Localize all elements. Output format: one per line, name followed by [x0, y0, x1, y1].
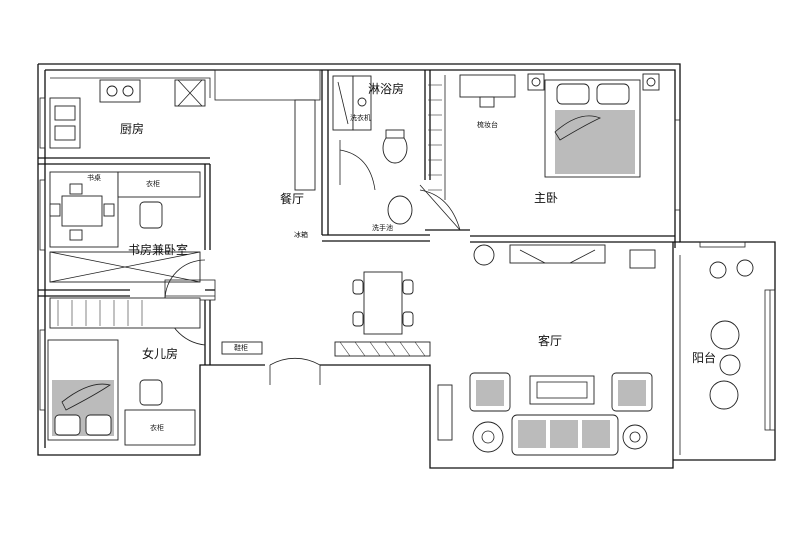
label-study: 书房兼卧室	[128, 242, 188, 257]
study-area	[49, 171, 216, 346]
label-washer: 洗衣机	[350, 113, 371, 122]
label-wardrobe-daughter: 衣柜	[150, 423, 164, 432]
balcony-area	[679, 255, 754, 455]
label-wardrobe-study: 衣柜	[146, 179, 160, 188]
master-bedroom-area	[459, 73, 660, 178]
label-dining: 餐厅	[280, 191, 304, 206]
label-fridge: 冰箱	[294, 230, 308, 239]
room-labels: 厨房 淋浴房 餐厅 主卧 书房兼卧室 女儿房 客厅 阳台	[120, 81, 716, 365]
label-desk: 书桌	[87, 173, 101, 182]
label-master: 主卧	[534, 191, 558, 205]
master-closet	[428, 75, 446, 200]
label-shower: 淋浴房	[368, 81, 404, 96]
kitchen-area	[49, 77, 316, 191]
fixture-labels: 洗衣机 冰箱 洗手池 梳妆台 书桌 衣柜 衣柜 鞋柜	[87, 113, 498, 432]
label-vanity: 梳妆台	[477, 120, 498, 129]
label-basin: 洗手池	[372, 223, 393, 232]
label-kitchen: 厨房	[120, 121, 144, 136]
dining-area	[221, 271, 431, 385]
label-balcony: 阳台	[692, 350, 716, 365]
windows	[39, 69, 776, 431]
label-daughter: 女儿房	[142, 346, 178, 361]
label-shoe-cabinet: 鞋柜	[234, 343, 248, 352]
bathroom-area	[332, 75, 461, 231]
label-living: 客厅	[538, 333, 562, 348]
daughter-room-area	[47, 297, 201, 446]
living-room-area	[437, 244, 656, 456]
interior-walls	[38, 70, 680, 365]
